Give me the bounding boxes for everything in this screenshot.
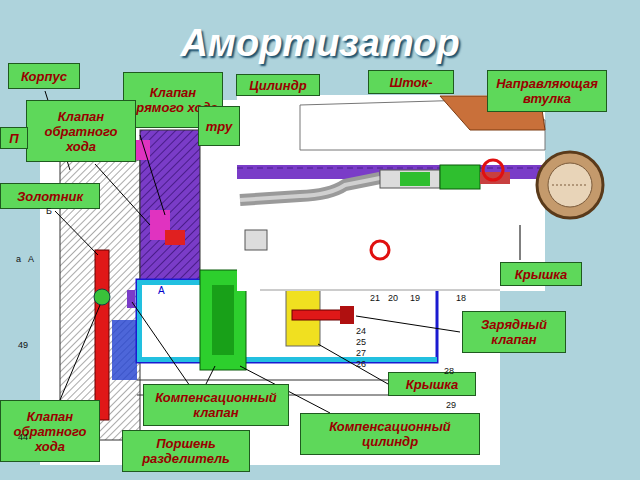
- callout-number: 28: [444, 366, 454, 376]
- callout-number: 18: [456, 293, 466, 303]
- callout-number: 21: [370, 293, 380, 303]
- callout-number: 19: [410, 293, 420, 303]
- label-box: Клапан обратного хода: [26, 100, 136, 162]
- callout-number: 29: [446, 400, 456, 410]
- callout-number: А: [158, 286, 165, 296]
- label-text: Клапан обратного хода: [31, 109, 131, 154]
- callout-number: a: [16, 254, 21, 264]
- callout-number: 24: [356, 326, 366, 336]
- label-text: Цилиндр: [249, 78, 306, 93]
- label-box: Компенсационный клапан: [143, 384, 289, 426]
- label-text: Крышка: [515, 267, 568, 282]
- callout-number: 20: [388, 293, 398, 303]
- label-text: Корпус: [21, 69, 67, 84]
- callout-number: 27: [356, 348, 366, 358]
- label-text: Шток-: [390, 75, 433, 90]
- label-box: Золотник: [0, 183, 100, 209]
- label-box: Крышка: [500, 262, 582, 286]
- callout-number: Б: [46, 206, 52, 216]
- label-box: Клапан обратного хода: [0, 400, 100, 462]
- label-text: Направляющая втулка: [492, 76, 602, 106]
- label-box: Зарядный клапан: [462, 311, 566, 353]
- label-text: Клапан обратного хода: [5, 409, 95, 454]
- label-box: Корпус: [8, 63, 80, 89]
- label-box: Направляющая втулка: [487, 70, 607, 112]
- title: Амортизатор: [0, 22, 640, 65]
- label-text: Золотник: [17, 189, 83, 204]
- label-box: Цилиндр: [236, 74, 320, 96]
- label-text: Компенсационный клапан: [148, 390, 284, 420]
- label-box: П: [0, 127, 28, 149]
- label-text: Компенсационный цилиндр: [305, 419, 475, 449]
- label-text: Крышка: [406, 377, 459, 392]
- callout-number: 44: [18, 432, 28, 442]
- callout-number: 49: [18, 340, 28, 350]
- label-text: П: [9, 131, 18, 146]
- label-text: Поршень разделитель: [127, 436, 245, 466]
- callout-number: 26: [356, 359, 366, 369]
- label-box: Поршень разделитель: [122, 430, 250, 472]
- callout-number: А: [28, 254, 34, 264]
- label-box: Шток-: [368, 70, 454, 94]
- label-text: Зарядный клапан: [467, 317, 561, 347]
- label-box: Крышка: [388, 372, 476, 396]
- label-text: тру: [206, 119, 232, 134]
- callout-number: 25: [356, 337, 366, 347]
- label-box: Компенсационный цилиндр: [300, 413, 480, 455]
- label-box: тру: [198, 106, 240, 146]
